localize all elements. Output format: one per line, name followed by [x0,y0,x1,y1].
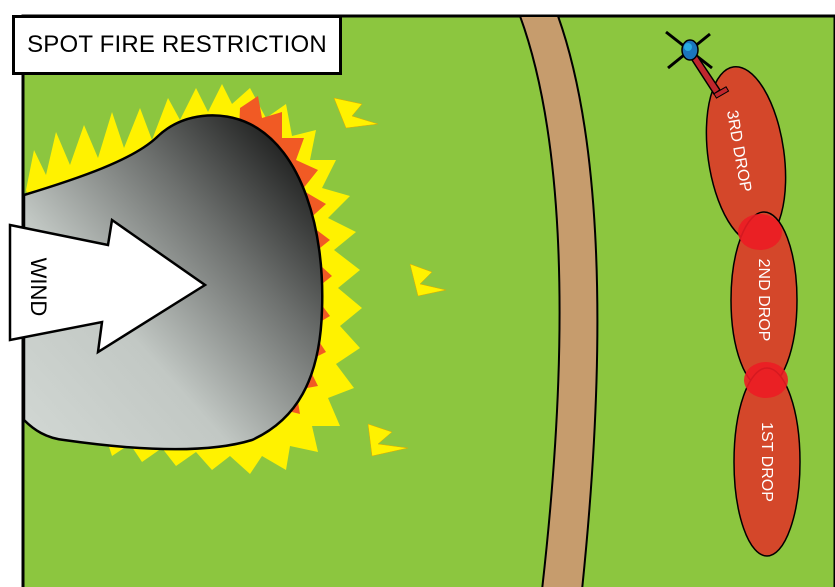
drop-2-label: 2ND DROP [755,259,772,342]
drop-1-label: 1ST DROP [758,422,775,502]
drop-overlap-2-1 [744,362,788,398]
drop-overlap-3-2 [738,214,782,250]
page-title: SPOT FIRE RESTRICTION [12,15,342,75]
wind-label: WIND [26,258,51,317]
